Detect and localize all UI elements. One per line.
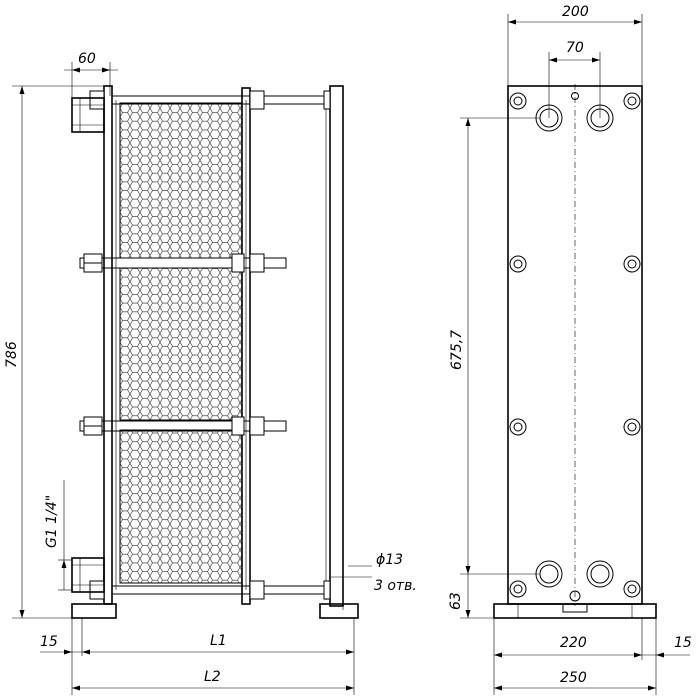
plate-pack [115, 100, 247, 590]
dim-length-2-label: L2 [204, 669, 221, 685]
support-column [329, 85, 344, 607]
dim-base-width-label: 250 [560, 670, 587, 686]
fixed-frame-plate [103, 85, 113, 605]
dim-port-spacing-label: 70 [566, 40, 584, 56]
dim-port-center-height-label: 675,7 [449, 330, 465, 370]
dim-hole-count-label: 3 отв. [374, 578, 417, 594]
dim-length-1-label: L1 [210, 633, 227, 649]
pressure-plate [241, 87, 251, 605]
front-foot [71, 603, 117, 619]
plate-pack-section-1 [119, 102, 243, 259]
dim-overall-width-label: 200 [562, 4, 589, 20]
lower-connection [71, 557, 105, 593]
drain-plug [569, 590, 581, 602]
frame-bolts [509, 92, 641, 598]
dim-overall-height-label: 786 [4, 341, 20, 368]
dim-connection-thread-label: G1 1/4" [44, 495, 60, 548]
dim-foot-spacing-label: 220 [560, 635, 587, 651]
tie-bars [79, 257, 287, 432]
lower-guide-bar [111, 585, 331, 595]
dim-foot-offset-right-label: 15 [674, 635, 692, 651]
front-view: 200 70 675,7 63 220 15 250 [448, 4, 692, 695]
dim-foot-offset-left-label: 15 [40, 634, 58, 650]
rear-foot [319, 603, 359, 619]
side-view: 60 786 G1 1/4" ϕ13 3 отв. 15 L1 [4, 51, 417, 695]
tie-bar-nuts [83, 90, 331, 600]
dim-bottom-port-height-label: 63 [448, 592, 464, 610]
plate-pack-section-3 [119, 429, 243, 584]
lower-ports [535, 560, 614, 588]
upper-connection [71, 97, 105, 133]
plate-pack-section-2 [119, 267, 243, 421]
upper-ports [535, 92, 614, 132]
dim-hole-diameter-label: ϕ13 [376, 552, 403, 568]
dim-connection-offset-label: 60 [78, 51, 96, 67]
